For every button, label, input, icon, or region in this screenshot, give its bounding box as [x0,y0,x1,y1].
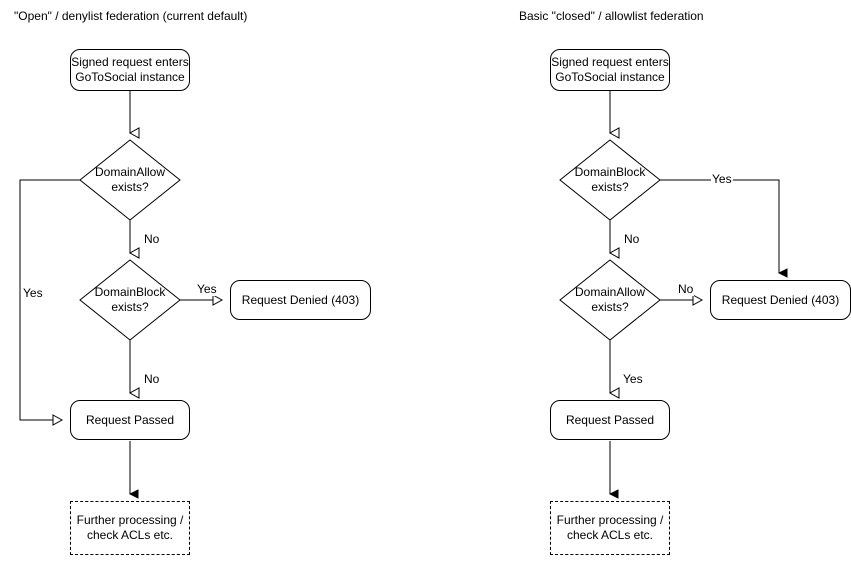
node-request-denied-left[interactable]: Request Denied (403) [230,280,371,320]
edge-domainblock-yes-right [660,179,779,273]
edge-domainallow-yes-left [19,179,80,426]
node-request-passed-left[interactable]: Request Passed [70,400,190,440]
edge-label-domainblock-yes-left: Yes [196,282,218,296]
node-request-passed-right[interactable]: Request Passed [550,400,670,440]
edge-label-domainallow-yes-right: Yes [622,372,644,386]
panel-title-closed-allowlist: Basic "closed" / allowlist federation [519,9,704,23]
decision-domainallow-right[interactable] [559,259,661,341]
node-further-processing-right[interactable]: Further processing / check ACLs etc. [550,501,670,555]
node-start-right-line2: GoToSocial instance [555,70,665,84]
node-request-denied-right[interactable]: Request Denied (403) [710,280,851,320]
node-further-processing-right-line1: Further processing / [556,513,664,527]
node-further-processing-right-line2: check ACLs etc. [566,528,654,542]
node-start-left[interactable]: Signed request enters GoToSocial instanc… [70,49,190,91]
decision-domainblock-right[interactable] [559,139,661,221]
node-request-denied-right-label: Request Denied (403) [721,292,840,307]
edge-label-domainallow-no-left: No [143,232,161,246]
edge-label-domainblock-no-left: No [143,372,161,386]
node-start-left-line2: GoToSocial instance [75,70,185,84]
node-request-denied-left-label: Request Denied (403) [241,292,360,307]
node-further-processing-left[interactable]: Further processing / check ACLs etc. [70,501,190,555]
edge-label-domainallow-no-right: No [677,282,695,296]
decision-domainblock-left[interactable] [79,259,181,341]
node-further-processing-left-line2: check ACLs etc. [86,528,174,542]
node-request-passed-left-label: Request Passed [85,412,175,427]
panel-title-open-denylist: "Open" / denylist federation (current de… [14,9,248,23]
decision-domainallow-left[interactable] [79,139,181,221]
node-start-left-line1: Signed request enters [71,55,189,69]
node-request-passed-right-label: Request Passed [565,412,655,427]
edge-label-domainallow-yes-left: Yes [22,286,44,300]
node-further-processing-left-line1: Further processing / [76,513,184,527]
edge-label-domainblock-yes-right: Yes [711,172,733,186]
node-start-right-line1: Signed request enters [551,55,669,69]
node-start-right[interactable]: Signed request enters GoToSocial instanc… [550,49,670,91]
edge-label-domainblock-no-right: No [623,232,641,246]
